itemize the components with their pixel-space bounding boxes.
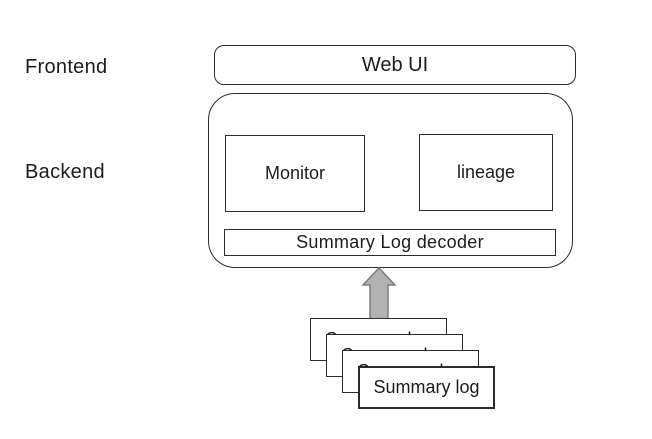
summary-log-decoder-label: Summary Log decoder — [296, 232, 484, 252]
summary-log-decoder-bar: Summary Log decoder — [224, 229, 556, 256]
lineage-box-label: lineage — [456, 162, 516, 182]
up-arrow-icon — [361, 266, 397, 323]
frontend-layer-label: Frontend — [25, 56, 108, 78]
monitor-box-label: Monitor — [264, 163, 326, 183]
summary-log-card-label: Summary log — [373, 377, 480, 397]
summary-log-card-front: Summary log — [358, 366, 495, 409]
monitor-box: Monitor — [225, 135, 365, 212]
web-ui-box-label: Web UI — [361, 53, 429, 76]
web-ui-box: Web UI — [214, 45, 576, 85]
lineage-box: lineage — [419, 134, 553, 211]
backend-layer-label: Backend — [25, 161, 105, 183]
